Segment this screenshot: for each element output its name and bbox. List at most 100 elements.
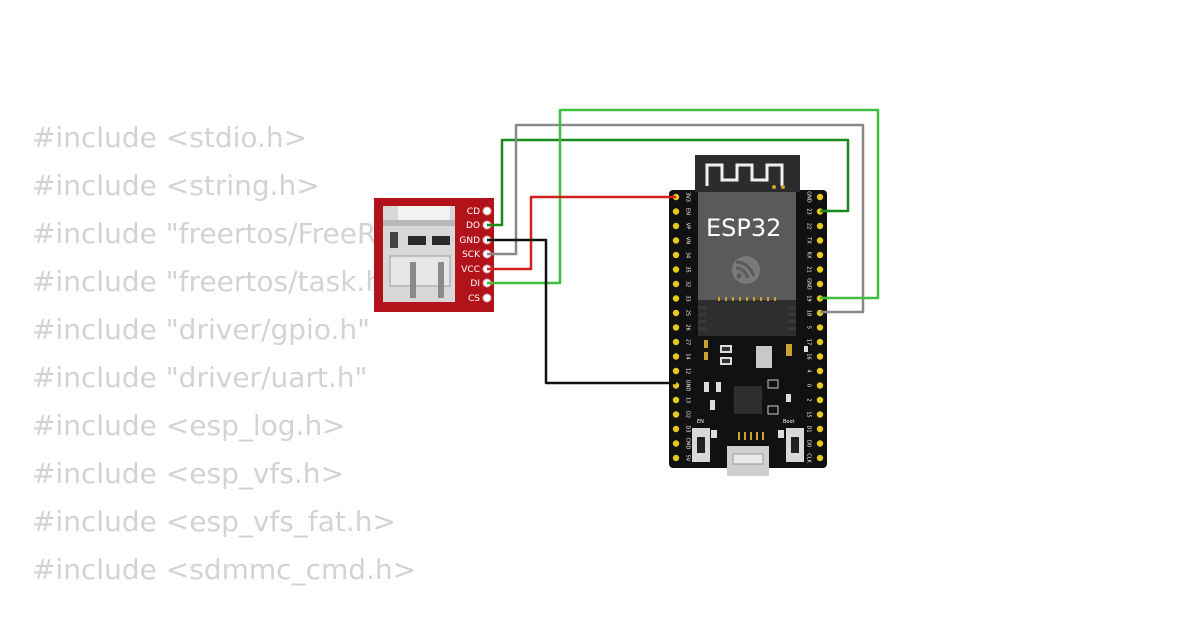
esp32-pin-right-gnd[interactable] — [816, 280, 824, 288]
sd-pin-cd[interactable] — [482, 206, 492, 216]
esp32-pin-label: 15 — [806, 411, 812, 417]
esp32-pin-left-34[interactable] — [672, 251, 680, 259]
code-line: #include <esp_vfs.h> — [32, 457, 344, 490]
esp32-left-header: 3V3ENVPVN343532332526271412GND13D2D3CMD5… — [672, 192, 691, 462]
esp32-pin-right-clk[interactable] — [816, 454, 824, 462]
esp32-pin-left-27[interactable] — [672, 338, 680, 346]
esp32-pin-label: CLK — [806, 453, 812, 463]
esp32-pin-right-5[interactable] — [816, 324, 824, 331]
esp32-pin-right-15[interactable] — [816, 411, 824, 418]
wire-di-to-23[interactable] — [487, 108, 880, 300]
code-line: #include <esp_log.h> — [32, 409, 346, 442]
esp32-pin-left-12[interactable] — [672, 367, 680, 375]
esp32-pin-label: GND — [806, 278, 812, 290]
esp32-pin-label: 5 — [806, 326, 812, 329]
wire-vcc-to-3v3[interactable] — [487, 195, 676, 271]
esp32-pin-label: 14 — [685, 353, 691, 359]
esp32-pin-label: VP — [685, 223, 691, 229]
esp32-pin-label: D1 — [806, 425, 812, 432]
esp32-pin-right-4[interactable] — [816, 367, 824, 375]
antenna-trace — [705, 163, 784, 186]
esp32-pin-label: 0 — [806, 384, 812, 387]
sd-pin-label: DO — [466, 221, 480, 231]
boot-label: Boot — [783, 419, 795, 425]
esp32-pin-label: 5V — [685, 455, 691, 462]
esp32-board[interactable]: ESP32 — [669, 155, 827, 476]
esp32-pin-label: 12 — [685, 368, 691, 374]
boot-button[interactable] — [786, 428, 804, 462]
esp32-pin-label: VN — [685, 237, 691, 244]
code-line: #include "driver/uart.h" — [32, 361, 368, 394]
esp32-pin-left-25[interactable] — [672, 309, 680, 317]
esp32-pin-left-en[interactable] — [672, 208, 680, 215]
esp32-pin-right-d1[interactable] — [816, 425, 824, 433]
esp32-pin-right-16[interactable] — [816, 353, 824, 360]
esp32-pin-left-32[interactable] — [672, 280, 680, 288]
esp32-pin-label: D3 — [685, 425, 691, 432]
wire-do-to-19[interactable] — [487, 138, 850, 227]
sd-pin-label: CS — [468, 294, 480, 304]
esp32-pin-label: 16 — [806, 353, 812, 359]
esp32-pin-label: TX — [806, 236, 812, 244]
sd-pin-label: GND — [459, 236, 480, 246]
esp32-pin-right-17[interactable] — [816, 338, 824, 346]
sd-pin-label: SCK — [462, 250, 481, 260]
wire-sck-to-18[interactable] — [487, 123, 865, 314]
esp32-label: ESP32 — [706, 214, 781, 242]
esp32-pin-label: 2 — [806, 398, 812, 401]
esp32-pin-label: 3V3 — [685, 192, 691, 202]
sd-pin-label: DI — [470, 279, 480, 289]
esp32-pin-label: 13 — [685, 397, 691, 403]
sd-pin-cs[interactable] — [482, 293, 492, 303]
en-label: EN — [697, 419, 704, 425]
esp32-pin-label: 33 — [685, 295, 691, 301]
esp32-pin-label: 32 — [685, 281, 691, 287]
esp32-pin-right-rx[interactable] — [816, 251, 824, 259]
esp32-pin-left-d2[interactable] — [672, 411, 680, 418]
esp32-pin-label: 21 — [806, 266, 812, 272]
esp32-pin-right-2[interactable] — [816, 396, 824, 404]
esp32-pin-right-0[interactable] — [816, 382, 824, 389]
esp32-pin-label: D0 — [806, 440, 812, 447]
sd-pin-label: CD — [467, 207, 480, 217]
esp32-pin-right-gnd[interactable] — [816, 193, 824, 201]
en-button[interactable] — [692, 428, 710, 462]
esp32-pin-left-cmd[interactable] — [672, 440, 680, 447]
voltage-regulator — [756, 346, 772, 368]
esp32-pin-left-26[interactable] — [672, 324, 680, 331]
code-line: #include <sdmmc_cmd.h> — [32, 553, 417, 586]
esp32-pin-left-d3[interactable] — [672, 425, 680, 433]
esp32-pin-left-14[interactable] — [672, 353, 680, 360]
esp32-pin-label: 4 — [806, 369, 812, 372]
esp32-pin-left-35[interactable] — [672, 266, 680, 273]
sd-pin-label: VCC — [461, 265, 480, 275]
wire-gnd-to-gnd[interactable] — [487, 238, 676, 385]
esp32-pin-left-vn[interactable] — [672, 237, 680, 244]
esp32-pin-label: 22 — [806, 223, 812, 229]
esp32-pin-right-22[interactable] — [816, 222, 824, 230]
code-line: #include "freertos/task.h" — [32, 265, 396, 298]
esp32-pin-label: 17 — [806, 339, 812, 345]
esp32-pin-label: 19 — [806, 295, 812, 301]
micro-usb-port[interactable] — [727, 446, 769, 476]
code-line: #include <stdio.h> — [32, 121, 308, 154]
esp32-pin-left-5v[interactable] — [672, 454, 680, 462]
esp32-pin-right-tx[interactable] — [816, 237, 824, 244]
esp32-pin-label: GND — [806, 191, 812, 203]
esp32-pin-left-vp[interactable] — [672, 222, 680, 230]
esp32-pin-label: 23 — [806, 208, 812, 214]
esp32-pin-left-33[interactable] — [672, 295, 680, 302]
esp32-pin-label: 35 — [685, 266, 691, 272]
esp32-pin-right-21[interactable] — [816, 266, 824, 273]
esp32-pin-label: 18 — [806, 310, 812, 316]
esp32-pin-left-13[interactable] — [672, 396, 680, 404]
esp32-pin-right-d0[interactable] — [816, 440, 824, 447]
code-line: #include <esp_vfs_fat.h> — [32, 505, 396, 538]
code-line: #include <string.h> — [32, 169, 320, 202]
esp32-pin-label: GND — [685, 380, 691, 392]
sd-card-module[interactable]: CD DO GND SCK VCC DI CS — [374, 198, 494, 312]
esp32-pin-label: 25 — [685, 310, 691, 316]
usb-uart-chip — [734, 386, 762, 414]
esp32-pin-label: RX — [806, 252, 812, 259]
